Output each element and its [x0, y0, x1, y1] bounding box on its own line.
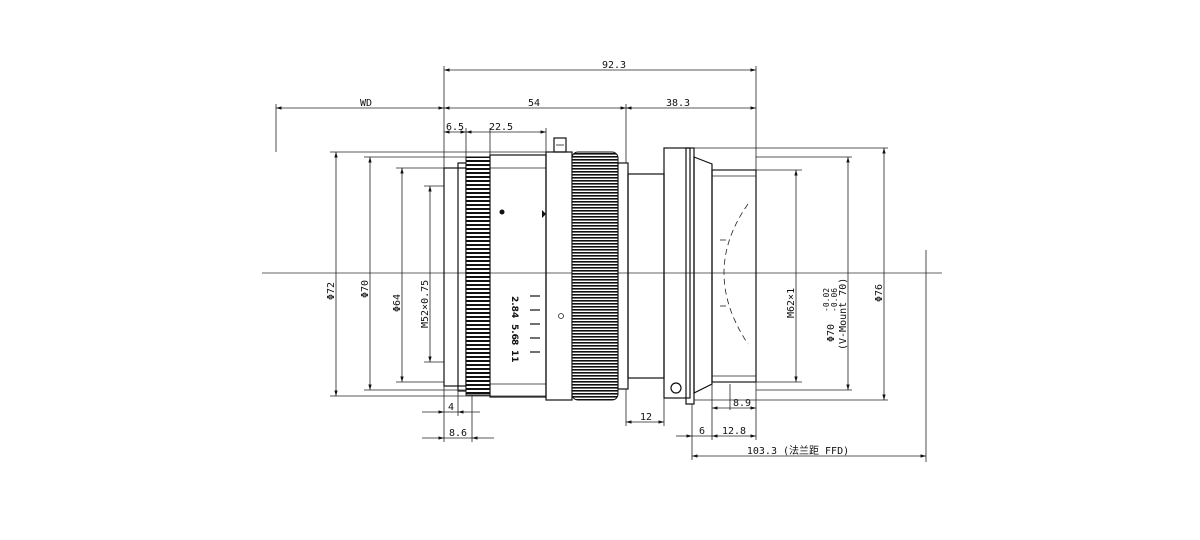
- dim-rear-outer-label: Φ76: [874, 284, 885, 302]
- dim-diameter-72-label: Φ72: [326, 282, 337, 300]
- dim-focus-offset-label: 6.5: [446, 122, 464, 133]
- index-dot: [499, 209, 505, 215]
- aperture-scale: 2.8 4 5.6 8 11: [509, 295, 540, 363]
- lens-body: 2.8 4 5.6 8 11: [443, 137, 757, 405]
- f-stop-4: 4: [509, 312, 519, 318]
- dim-mount-thread-label: M62×1: [786, 288, 797, 318]
- f-stop-11: 11: [509, 350, 519, 363]
- f-stop-5-6: 5.6: [509, 324, 519, 340]
- dim-flange-offset-label: 6: [699, 426, 705, 437]
- dim-lens-front-label: 54: [528, 98, 540, 109]
- dim-rear-step-label: 8.9: [733, 398, 751, 409]
- dim-mount-shoulder-label: 12: [640, 412, 652, 423]
- svg-text:(V-Mount 70): (V-Mount 70): [838, 278, 849, 350]
- mount-flange: [663, 147, 691, 399]
- dim-mount-length-label: 38.3: [666, 98, 690, 109]
- svg-text:-0.06: -0.06: [830, 288, 839, 312]
- dim-diameter-64-label: Φ64: [392, 294, 403, 312]
- lock-screw: [553, 137, 567, 153]
- flange-screw: [670, 382, 682, 394]
- dim-focus-width-label: 22.5: [489, 122, 513, 133]
- dim-overall-length-label: 92.3: [602, 60, 626, 71]
- dim-flange-focal-distance-label: 103.3 (法兰距 FFD): [747, 444, 849, 457]
- svg-text:-0.02: -0.02: [822, 288, 831, 312]
- rear-element: [723, 203, 749, 345]
- dim-filter-thread-label: M52×0.75: [420, 280, 431, 328]
- focus-ring: [465, 156, 491, 396]
- iris-ring: [571, 151, 619, 401]
- f-stop-2-8: 2.8: [509, 296, 519, 312]
- dim-front-step-label: 4: [448, 402, 454, 413]
- dim-front-step-total-label: 8.6: [449, 428, 467, 439]
- dim-mount-diameter-label: Φ70 -0.02 -0.06 (V-Mount 70): [822, 278, 849, 350]
- dim-diameter-70-label: Φ70: [360, 280, 371, 298]
- dim-working-distance-label: WD: [360, 98, 372, 109]
- dim-rear-length-label: 12.8: [722, 426, 746, 437]
- f-stop-8: 8: [509, 339, 519, 345]
- index-mark: [542, 210, 546, 218]
- svg-text:Φ70: Φ70: [826, 324, 837, 342]
